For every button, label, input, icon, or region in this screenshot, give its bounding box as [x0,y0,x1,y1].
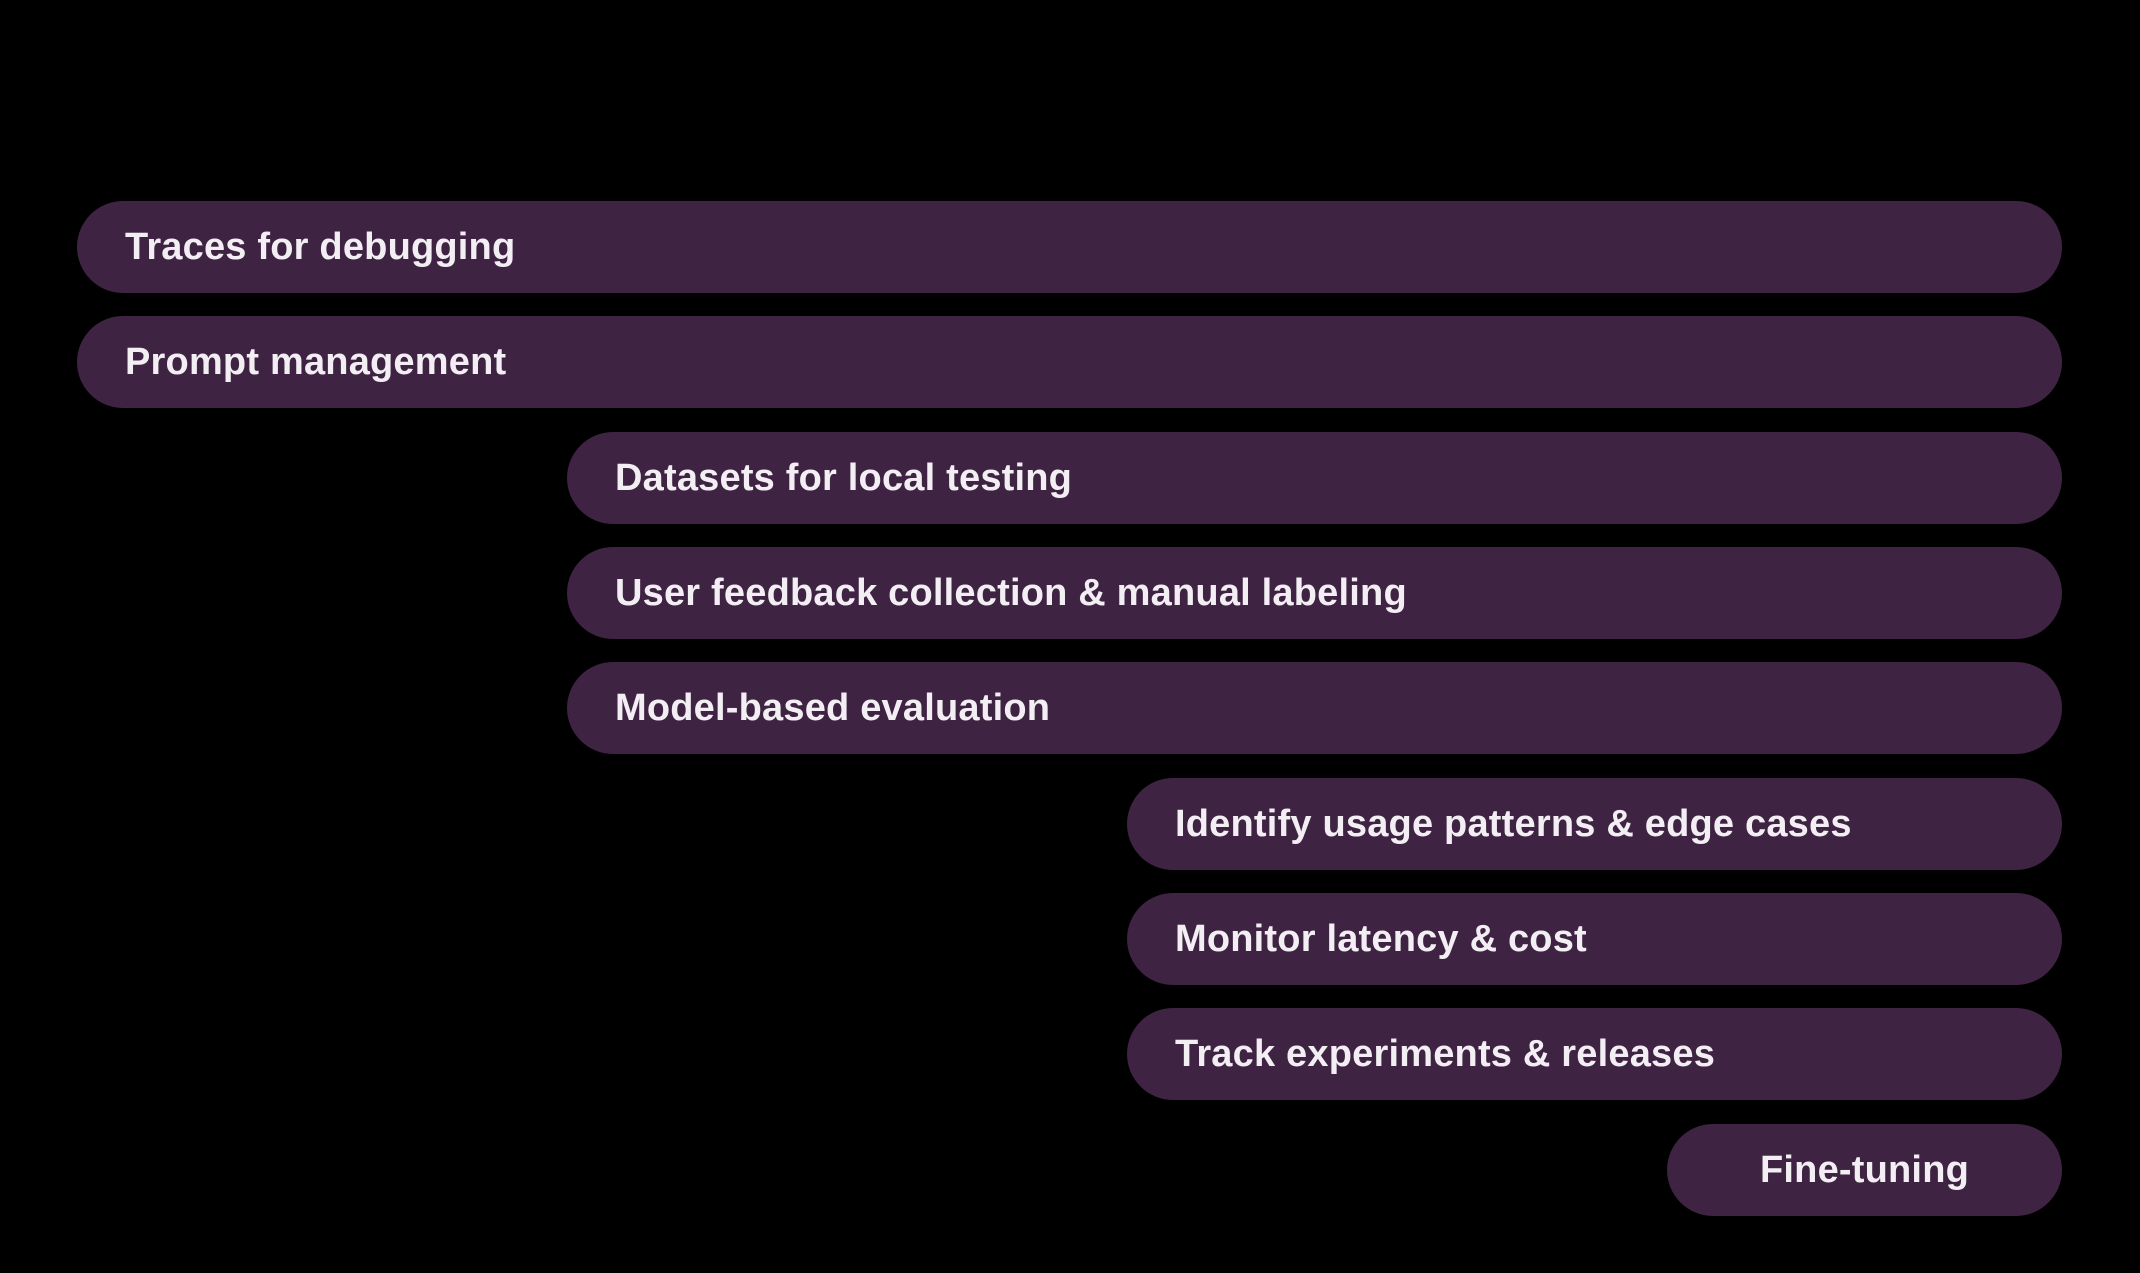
phase-bar-label: Model-based evaluation [615,686,1051,729]
phase-bar-label: User feedback collection & manual labeli… [615,571,1407,614]
phase-bar-label: Traces for debugging [125,225,516,268]
phase-bar-label: Datasets for local testing [615,456,1073,499]
phase-bar-label: Track experiments & releases [1175,1032,1716,1075]
phase-bar-label: Fine-tuning [1759,1148,1970,1191]
phase-bar: Identify usage patterns & edge cases [1127,778,2062,870]
phase-bar: Monitor latency & cost [1127,893,2062,985]
phase-bar-label: Prompt management [125,340,507,383]
phase-bar-label: Identify usage patterns & edge cases [1175,802,1852,845]
phase-bar-label: Monitor latency & cost [1175,917,1587,960]
phase-bar: Model-based evaluation [567,662,2062,754]
phase-bar: Prompt management [77,316,2062,408]
phase-bar: User feedback collection & manual labeli… [567,547,2062,639]
phase-bar: Fine-tuning [1667,1124,2062,1216]
phase-bar: Datasets for local testing [567,432,2062,524]
phase-bar: Traces for debugging [77,201,2062,293]
phase-bar: Track experiments & releases [1127,1008,2062,1100]
